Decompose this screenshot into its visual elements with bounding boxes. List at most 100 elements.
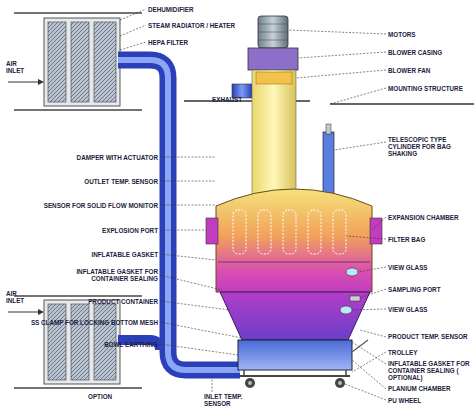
product-bowl-part [220, 292, 370, 340]
blower-assembly-part [256, 72, 292, 84]
blower-assembly-part [258, 32, 288, 33]
part-label: TROLLEY [388, 349, 472, 356]
top-air-unit-part [71, 22, 89, 102]
part-label: TELESCOPIC TYPE CYLINDER FOR BAG SHAKING [388, 136, 468, 158]
plenum-and-trolley-part [345, 370, 347, 376]
exhaust-duct-part [232, 84, 252, 98]
part-label: PRODUCT TEMP. SENSOR [388, 333, 472, 340]
bottom-air-unit-part [38, 309, 44, 315]
part-label: INFLATABLE GASKET FOR CONTAINER SEALING … [388, 360, 472, 382]
bag-shaking-cylinder [323, 124, 334, 194]
top-air-unit-part [48, 22, 66, 102]
leader-lines-part [352, 352, 386, 372]
leader-lines-part [334, 142, 386, 150]
bottom-air-unit-part [71, 304, 89, 380]
top-air-unit-part [44, 18, 120, 106]
top-air-unit-part [38, 79, 44, 85]
part-label: PRODUCT CONTAINER [40, 298, 158, 305]
leader-lines-part [212, 378, 213, 392]
part-label: INFLATABLE GASKET FOR CONTAINER SEALING [40, 268, 158, 282]
part-label: BOWL EARTHING [40, 341, 158, 348]
leader-lines-part [120, 42, 146, 50]
part-label: MOTORS [388, 31, 472, 38]
part-label: AIR INLET [6, 60, 32, 74]
bottom-air-unit-part [14, 387, 142, 389]
product-bowl [220, 292, 370, 340]
expansion-chamber [206, 189, 382, 292]
leader-lines-part [120, 25, 146, 36]
part-label: OPTION [88, 393, 128, 400]
plenum-and-trolley [238, 340, 368, 388]
product-bowl-part [340, 306, 352, 314]
blower-assembly-part [258, 24, 288, 25]
expansion-chamber-part [206, 218, 218, 244]
leader-lines-part [160, 157, 216, 158]
part-label: EXPANSION CHAMBER [388, 214, 472, 221]
top-air-unit-part [14, 109, 142, 111]
plenum-and-trolley-part [243, 370, 245, 376]
bottom-air-unit-part [48, 304, 66, 380]
bottom-air-unit-part [14, 295, 142, 297]
leader-lines-part [296, 70, 386, 78]
top-air-unit-part [94, 22, 116, 102]
top-air-unit-part [14, 12, 142, 14]
part-label: SENSOR FOR SOLID FLOW MONITOR [20, 202, 158, 209]
part-label: PLANIUM CHAMBER [388, 385, 472, 392]
leader-lines-part [160, 230, 206, 231]
leader-lines-part [352, 342, 386, 364]
part-label: SS CLAMP FOR LOCKING BOTTOM MESH [10, 319, 158, 326]
leader-lines [120, 9, 386, 400]
plenum-and-trolley-part [248, 381, 252, 385]
leader-lines-part [160, 275, 222, 290]
part-label: STEAM RADIATOR / HEATER [148, 22, 288, 29]
blower-assembly-part [252, 70, 296, 195]
leader-lines-part [358, 267, 386, 272]
expansion-chamber-part [346, 268, 358, 276]
expansion-chamber-part [333, 210, 346, 254]
expansion-chamber-part [233, 210, 246, 254]
leader-lines-part [160, 344, 238, 355]
part-label: DEHUMIDIFIER [148, 6, 268, 13]
expansion-chamber-part [370, 218, 382, 244]
exhaust-duct-part [330, 103, 474, 105]
leader-lines-part [160, 181, 216, 182]
leader-lines-part [160, 205, 216, 206]
blower-assembly [248, 16, 298, 195]
product-bowl-part [350, 296, 360, 301]
leader-lines-part [352, 309, 386, 310]
part-label: EXHAUST [212, 96, 252, 103]
leader-lines-part [160, 254, 216, 260]
leader-lines-part [345, 384, 386, 400]
part-label: BLOWER CASING [388, 49, 472, 56]
blower-assembly-part [258, 40, 288, 41]
leader-lines-part [288, 30, 386, 34]
plenum-and-trolley-part [352, 340, 368, 352]
leader-lines-part [330, 88, 386, 104]
leader-lines-part [360, 330, 386, 337]
leader-lines-part [346, 236, 386, 239]
plenum-and-trolley-part [245, 378, 255, 388]
leader-lines-part [352, 360, 386, 389]
leader-lines-part [120, 9, 146, 20]
part-label: SAMPLING PORT [388, 286, 472, 293]
leader-lines-part [360, 289, 386, 298]
part-label: EXPLOSION PORT [40, 227, 158, 234]
part-label: DAMPER WITH ACTUATOR [40, 154, 158, 161]
top-air-unit-part [8, 82, 38, 83]
expansion-chamber-part [218, 261, 370, 262]
plenum-and-trolley-part [338, 381, 342, 385]
part-label: OUTLET TEMP. SENSOR [40, 178, 158, 185]
plenum-and-trolley-part [335, 378, 345, 388]
part-label: MOUNTING STRUCTURE [388, 85, 472, 92]
expansion-chamber-part [283, 210, 296, 254]
part-label: FILTER BAG [388, 236, 472, 243]
leader-lines-part [160, 301, 230, 310]
plenum-and-trolley-part [240, 375, 350, 377]
leader-lines-part [372, 217, 386, 230]
bag-shaking-cylinder-part [326, 124, 331, 134]
part-label: INFLATABLE GASKET [40, 251, 158, 258]
expansion-chamber-part [308, 210, 321, 254]
leader-lines-part [298, 52, 386, 58]
part-label: HEPA FILTER [148, 39, 268, 46]
